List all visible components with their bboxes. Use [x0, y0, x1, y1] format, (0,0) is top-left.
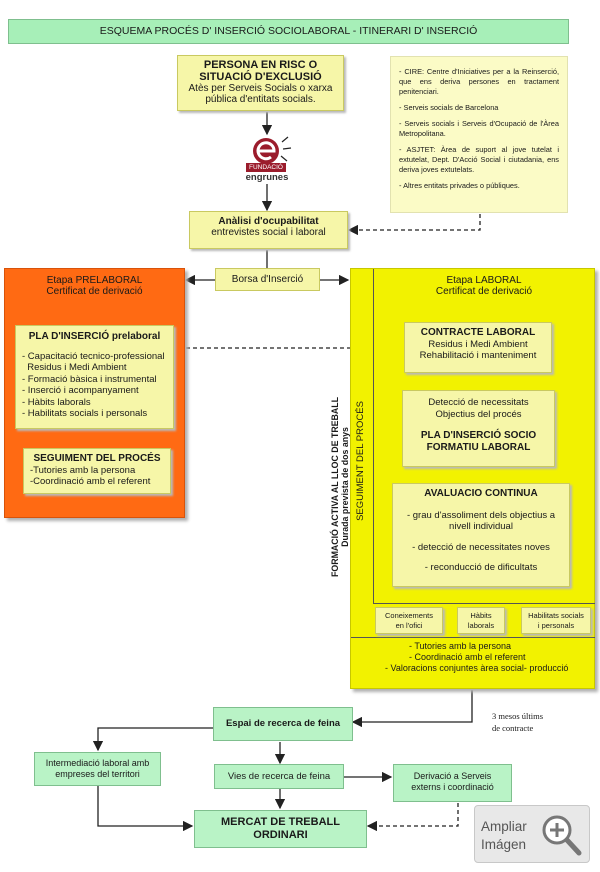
logo-label-fundacio: FUNDACIÓ — [246, 163, 286, 172]
job-search-paths-box: Vies de recerca de feina — [214, 764, 344, 789]
laboral-tracking-item: - Tutories amb la persona — [409, 641, 512, 651]
seguiment-divider — [373, 269, 374, 603]
evaluation-item: - grau d'assoliment dels objectius a — [406, 509, 556, 521]
plan-item: - Capacitació tecnico-professional — [22, 350, 165, 362]
laboral-title: Etapa LABORAL — [446, 275, 522, 286]
intermediation-line2: empreses del territori — [55, 769, 140, 779]
plan-title-line2: FORMATIU LABORAL — [426, 441, 531, 453]
logo-label-engrunes: engrunes — [245, 172, 289, 183]
referral-line1: Derivació a Serveis — [413, 771, 492, 781]
job-search-space-box: Espai de recerca de feina — [213, 707, 353, 741]
prelaboral-plan-title: PLA D'INSERCIÓ prelaboral — [28, 331, 161, 342]
page-title-bar: ESQUEMA PROCÉS D' INSERCIÓ SOCIOLABORAL … — [8, 19, 569, 44]
prelaboral-tracking-box: SEGUIMENT DEL PROCÉS -Tutories amb la pe… — [23, 448, 171, 494]
skill-box-line: laborals — [467, 621, 495, 630]
employability-analysis-box: Anàlisi d'ocupabilitat entrevistes socia… — [189, 211, 348, 249]
laboral-header: Etapa LABORAL Certificat de derivació — [373, 275, 595, 297]
prelaboral-title: Etapa PRELABORAL — [46, 275, 143, 286]
evaluation-item: - detecció de necessitates noves — [412, 541, 550, 553]
page-title: ESQUEMA PROCÉS D' INSERCIÓ SOCIOLABORAL … — [99, 25, 478, 37]
referral-entities-box: - CIRE: Centre d'Iniciatives per a la Re… — [390, 56, 568, 213]
prelaboral-header: Etapa PRELABORAL Certificat de derivació — [5, 275, 184, 297]
contract-title: CONTRACTE LABORAL — [420, 327, 536, 338]
evaluation-title: AVALUACIO CONTINUA — [424, 488, 538, 499]
laboral-bottom-divider — [373, 603, 595, 604]
analysis-title: Anàlisi d'ocupabilitat — [218, 216, 319, 227]
skill-box-line: i personals — [537, 621, 575, 630]
plan-title-line1: PLA D'INSERCIÓ SOCIO — [420, 430, 537, 441]
ordinary-labour-market-box: MERCAT DE TREBALL ORDINARI — [194, 810, 367, 848]
entity-item-others: - Altres entitats privades o públiques. — [399, 181, 520, 190]
contract-line1: Residus i Medi Ambient — [428, 338, 528, 350]
laboral-subtitle: Certificat de derivació — [435, 286, 533, 297]
skill-box-knowledge: Coneixements en l'ofici — [375, 607, 443, 634]
note-line1: 3 mesos últims — [492, 711, 544, 721]
external-services-referral-box: Derivació a Serveis externs i coordinaci… — [393, 764, 512, 802]
laboral-tracking-list: - Tutories amb la persona - Coordinació … — [379, 641, 593, 674]
enlarge-label: Ampliar Imágen — [481, 818, 541, 854]
market-line2: ORDINARI — [253, 829, 308, 841]
evaluation-item: - reconducció de dificultats — [424, 562, 538, 573]
plan-item: - Hàbits laborals — [22, 396, 91, 408]
job-search-paths-label: Vies de recerca de feina — [227, 771, 331, 782]
entity-item-bcn: - Serveis socials de Barcelona — [399, 103, 499, 112]
needs-line2: Objectius del procés — [435, 408, 522, 420]
risk-text-line4: pública d'entitats socials. — [205, 94, 316, 105]
risk-title-line1: PERSONA EN RISC O — [203, 59, 318, 71]
plan-item: - Formació bàsica i instrumental — [22, 373, 157, 385]
risk-title-line2: SITUACIÓ D'EXCLUSIÓ — [199, 71, 322, 83]
enlarge-label-line1: Ampliar — [481, 819, 527, 834]
laboral-stage-panel: Etapa LABORAL Certificat de derivació SE… — [350, 268, 595, 689]
logo-mark-icon — [253, 136, 292, 164]
prelaboral-stage-panel: Etapa PRELABORAL Certificat de derivació… — [4, 268, 185, 518]
enlarge-image-button[interactable]: Ampliar Imágen — [474, 805, 590, 863]
job-search-space-label: Espai de recerca de feina — [225, 718, 341, 729]
laboral-bottom-divider-2 — [351, 637, 595, 638]
skill-box-line: en l'ofici — [395, 621, 423, 630]
entity-item-asjtet: - ASJTET: Àrea de suport al jove tutelat… — [399, 145, 560, 174]
continuous-evaluation-box: AVALUACIO CONTINUA - grau d'assoliment d… — [392, 483, 570, 587]
laboral-tracking-item: - Coordinació amb el referent — [409, 652, 526, 662]
evaluation-item: nivell individual — [449, 521, 513, 532]
plan-item: Residus i Medi Ambient — [22, 362, 127, 373]
labor-contract-box: CONTRACTE LABORAL Residus i Medi Ambient… — [404, 322, 552, 373]
seguiment-vertical-label: SEGUIMENT DEL PROCÉS — [355, 401, 366, 521]
enlarge-label-line2: Imágen — [481, 837, 527, 852]
prelaboral-tracking-title: SEGUIMENT DEL PROCÉS — [33, 453, 161, 464]
contract-line2: Rehabilitació i manteniment — [419, 350, 537, 361]
training-label-line2: Durada prevista de dos anys — [340, 427, 350, 547]
magnifier-plus-icon — [542, 815, 582, 856]
socio-labour-plan-box: Detecció de necessitats Objectius del pr… — [402, 390, 555, 467]
skill-box-social: Habilitats socials i personals — [521, 607, 591, 634]
needs-line1: Detecció de necessitats — [428, 397, 529, 408]
tracking-item: -Tutories amb la persona — [30, 464, 136, 476]
laboral-tracking-item: - Valoracions conjuntes àrea social- pro… — [385, 663, 569, 673]
skill-box-line: Hàbits — [470, 611, 492, 620]
labour-intermediation-box: Intermediació laboral amb empreses del t… — [34, 752, 161, 786]
skill-box-line: Habilitats socials — [528, 611, 584, 620]
prelaboral-subtitle: Certificat de derivació — [46, 286, 143, 297]
market-line1: MERCAT DE TREBALL — [221, 816, 340, 828]
last-months-note: 3 mesos últims de contracte — [492, 710, 582, 734]
risk-text-line3: Atès per Serveis Socials o xarxa — [188, 83, 333, 94]
note-line2: de contracte — [492, 723, 534, 733]
entity-item-amb: - Serveis socials i Serveis d'Ocupació d… — [399, 119, 559, 138]
analysis-subtitle: entrevistes social i laboral — [211, 227, 326, 238]
tracking-item: -Coordinació amb el referent — [30, 476, 151, 487]
plan-item: - Habilitats socials i personals — [22, 408, 148, 419]
referral-line2: externs i coordinació — [411, 782, 494, 792]
prelaboral-plan-box: PLA D'INSERCIÓ prelaboral - Capacitació … — [15, 325, 174, 429]
insertion-pool-box: Borsa d'Inserció — [215, 268, 320, 291]
intermediation-line1: Intermediació laboral amb — [45, 758, 150, 768]
skill-box-habits: Hàbits laborals — [457, 607, 505, 634]
fundacio-engrunes-logo: FUNDACIÓ engrunes — [236, 134, 298, 184]
skill-box-line: Coneixements — [385, 611, 433, 620]
plan-item: - Inserció i acompanyament — [22, 385, 139, 396]
risk-person-box: PERSONA EN RISC O SITUACIÓ D'EXCLUSIÓ At… — [177, 55, 344, 111]
entity-item-cire: - CIRE: Centre d'Iniciatives per a la Re… — [399, 67, 559, 96]
training-label-line1: FORMACIÓ ACTIVA AL LLOC DE TREBALL — [330, 397, 340, 577]
insertion-pool-label: Borsa d'Inserció — [231, 274, 304, 285]
